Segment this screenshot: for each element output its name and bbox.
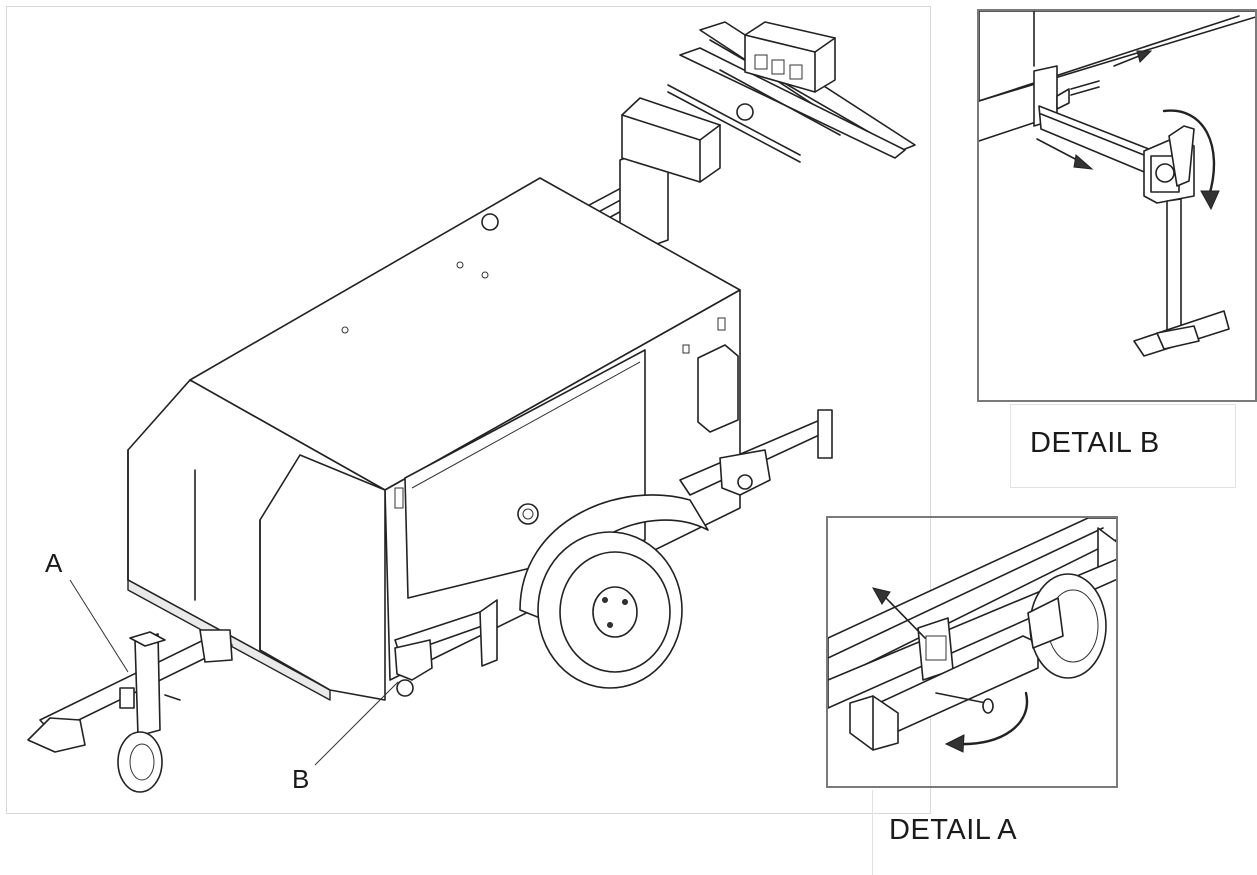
rear-outrigger [679,409,833,496]
curved-arrow-icon [1200,190,1220,211]
callout-b-label: B [292,764,310,794]
callout-a-label: A [45,548,63,578]
front-outrigger [394,599,498,697]
detail-b-frame [977,9,1257,402]
detail-a-frame [826,516,1118,788]
arrow-icon [1136,50,1153,63]
tongue-jack-detail [828,518,1116,753]
leader-line-a [69,579,129,673]
wheel-and-fender [519,494,709,689]
detail-b-caption-box [1010,404,1236,488]
detail-a-caption-box [872,790,873,875]
arrow-icon [1073,154,1094,170]
arrow-icon [872,587,891,605]
curved-arrow-icon [944,734,965,753]
detail-a-label: DETAIL A [889,814,1018,846]
main-illustration-frame [6,6,931,814]
detail-b-label: DETAIL B [1030,427,1160,459]
outrigger-jack-detail [979,11,1255,357]
leader-line-b [314,681,399,766]
light-bar [621,21,916,183]
tongue-jack [117,631,181,793]
